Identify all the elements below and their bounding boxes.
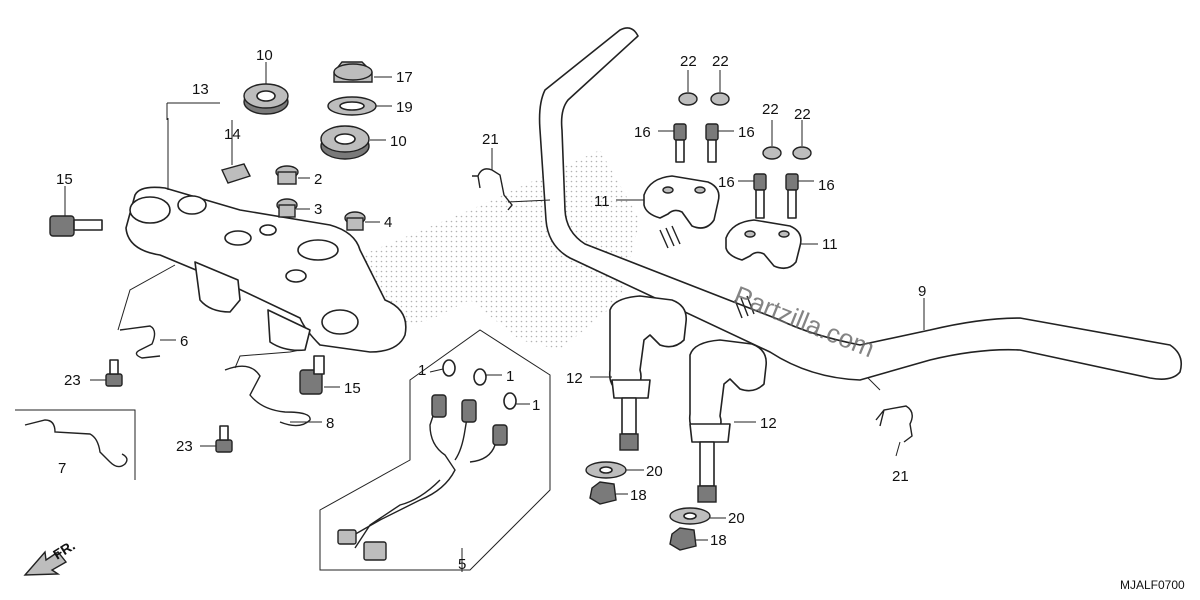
wire-harness <box>337 394 508 561</box>
callout-3: 3 <box>314 201 322 218</box>
nut-17 <box>333 61 373 83</box>
bolt-15-left <box>49 215 103 237</box>
callout-16d: 16 <box>818 177 835 194</box>
harness-box <box>319 329 551 571</box>
callout-19: 19 <box>396 99 413 116</box>
callout-6: 6 <box>180 333 188 350</box>
clip-7 <box>24 419 128 468</box>
callout-1c: 1 <box>532 397 540 414</box>
plug-4 <box>344 211 366 231</box>
callout-17: 17 <box>396 69 413 86</box>
plug-2 <box>275 165 299 185</box>
holder-11-lower <box>725 219 802 270</box>
callout-labels: 1 1 1 2 3 4 5 6 7 8 9 10 10 11 11 12 12 … <box>56 47 926 573</box>
callout-16a: 16 <box>634 124 651 141</box>
top-bridge <box>125 186 407 353</box>
bolt-15-right <box>299 355 325 395</box>
callout-8: 8 <box>326 415 334 432</box>
caps-22 <box>678 92 812 160</box>
callout-13: 13 <box>192 81 209 98</box>
bulbs-1 <box>442 359 517 410</box>
callout-11a: 11 <box>594 193 610 210</box>
callout-15a: 15 <box>56 171 73 188</box>
callout-2: 2 <box>314 171 322 188</box>
washer-19 <box>327 96 377 116</box>
handlebar <box>538 27 1183 381</box>
callout-22c: 22 <box>762 101 779 118</box>
callout-20b: 20 <box>728 510 745 527</box>
callout-23a: 23 <box>64 372 81 389</box>
nuts-18 <box>589 481 697 551</box>
callout-15b: 15 <box>344 380 361 397</box>
callout-18b: 18 <box>710 532 727 549</box>
callout-9: 9 <box>918 283 926 300</box>
callout-21b: 21 <box>892 468 909 485</box>
diagram-code: MJALF0700 <box>1120 578 1185 592</box>
callout-14: 14 <box>224 126 241 143</box>
holder-11-upper <box>643 175 720 229</box>
callout-7: 7 <box>58 460 66 477</box>
watermark-shape <box>350 150 640 350</box>
callout-12b: 12 <box>760 415 777 432</box>
plate-14 <box>221 163 251 184</box>
plug-3 <box>276 198 298 218</box>
front-arrow <box>23 550 68 576</box>
callout-16c: 16 <box>718 174 735 191</box>
clip-6 <box>119 325 161 359</box>
holder-12-right <box>688 339 768 503</box>
callout-11b: 11 <box>822 236 838 253</box>
holder-12-left <box>608 295 688 451</box>
callout-23b: 23 <box>176 438 193 455</box>
callout-18a: 18 <box>630 487 647 504</box>
callout-10a: 10 <box>256 47 273 64</box>
callout-12a: 12 <box>566 370 583 387</box>
bolts-16 <box>673 123 799 219</box>
leader-lines <box>64 62 925 572</box>
callout-16b: 16 <box>738 124 755 141</box>
bolt-23-top <box>105 359 123 387</box>
callout-22d: 22 <box>794 106 811 123</box>
bushing-left <box>243 83 289 115</box>
callout-22b: 22 <box>712 53 729 70</box>
callout-22a: 22 <box>680 53 697 70</box>
clip-8 <box>224 365 311 427</box>
callout-21a: 21 <box>482 131 499 148</box>
bolt-23-bottom <box>215 425 233 453</box>
callout-1a: 1 <box>418 362 426 379</box>
bushing-right <box>320 125 370 160</box>
callout-20a: 20 <box>646 463 663 480</box>
callout-5: 5 <box>458 556 466 573</box>
clamp-21-bottom <box>875 405 913 443</box>
callout-10b: 10 <box>390 133 407 150</box>
callout-4: 4 <box>384 214 392 231</box>
clamp-21-top <box>472 168 513 211</box>
callout-1b: 1 <box>506 368 514 385</box>
reference-box-7 <box>15 409 136 480</box>
